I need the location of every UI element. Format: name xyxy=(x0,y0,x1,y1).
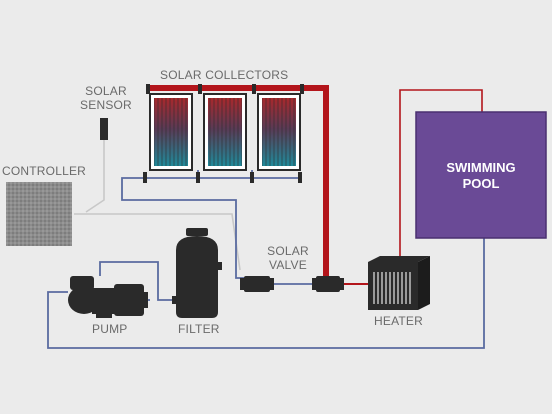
pump-unit xyxy=(68,276,148,318)
solar-sensor-label: SOLAR SENSOR xyxy=(78,84,134,112)
check-valve xyxy=(240,276,274,292)
solar-valve-label: SOLAR VALVE xyxy=(262,244,314,272)
pool-label: SWIMMING POOL xyxy=(416,160,546,192)
controller-label: CONTROLLER xyxy=(2,164,87,178)
filter-tank xyxy=(172,228,222,318)
sensor-wiring xyxy=(74,140,241,271)
hot-water-pipes xyxy=(148,85,483,285)
controller-box xyxy=(6,182,72,246)
solar-panel xyxy=(149,93,193,171)
solar-panel xyxy=(203,93,247,171)
solar-valve-label-line2: VALVE xyxy=(269,258,307,272)
solar-collector-array xyxy=(143,84,304,183)
cold-water-pipes xyxy=(47,170,485,349)
solar-sensor-label-line1: SOLAR xyxy=(85,84,127,98)
swimming-pool xyxy=(415,111,547,239)
heater-label: HEATER xyxy=(374,314,423,328)
solar-panel xyxy=(257,93,301,171)
solar-collectors-label: SOLAR COLLECTORS xyxy=(160,68,289,82)
pool-label-line2: POOL xyxy=(462,176,500,191)
heater-unit xyxy=(368,256,430,310)
pump-label: PUMP xyxy=(92,322,128,336)
pool-label-line1: SWIMMING xyxy=(446,160,516,175)
solar-valve xyxy=(312,276,344,292)
filter-label: FILTER xyxy=(178,322,220,336)
solar-sensor xyxy=(100,118,108,140)
solar-sensor-label-line2: SENSOR xyxy=(80,98,132,112)
solar-valve-label-line1: SOLAR xyxy=(267,244,309,258)
